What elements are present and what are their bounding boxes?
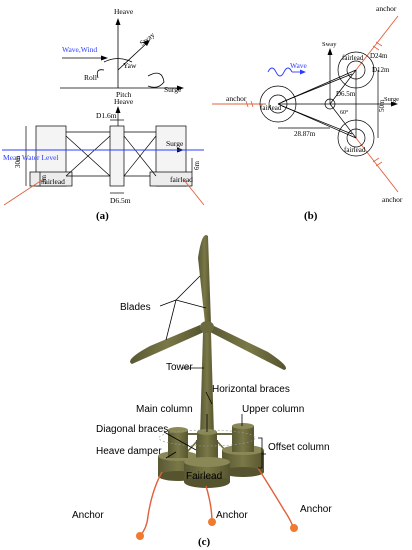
anchor-mid-dot bbox=[208, 518, 216, 526]
upper-column-right bbox=[232, 426, 254, 452]
fairlead-right-label: fairlead bbox=[170, 175, 193, 184]
anchor-left-label: Anchor bbox=[72, 510, 104, 521]
hub bbox=[200, 321, 214, 333]
fairlead-top-label: fairlead bbox=[342, 54, 364, 62]
surge-mid-label: Surge bbox=[166, 139, 184, 148]
wave-label: Wave bbox=[290, 61, 308, 70]
dim50-label: 50m bbox=[378, 99, 386, 112]
panel-c-turbine-render: Blades Tower Horizontal braces Main colu… bbox=[72, 234, 332, 540]
anchor-left-label: anchor bbox=[226, 94, 247, 103]
d24-label: D24m bbox=[370, 52, 388, 60]
offset-column-label: Offset column bbox=[268, 442, 330, 453]
caption-b: (b) bbox=[304, 210, 318, 222]
wave-icon bbox=[267, 67, 293, 77]
platform-plan-view bbox=[259, 48, 398, 157]
panel-b-diagram: anchor Sway Wave fairlead D24m D12m anch… bbox=[212, 4, 403, 204]
d65-label: D6.5m bbox=[110, 196, 131, 205]
diagonal-braces-label: Diagonal braces bbox=[96, 424, 168, 435]
blades-label: Blades bbox=[120, 302, 151, 313]
pitch-arc bbox=[147, 72, 165, 88]
dim2887-label: 28.87m bbox=[294, 130, 316, 138]
anchor-mid-label: Anchor bbox=[216, 510, 248, 521]
tower bbox=[200, 332, 214, 436]
anchor-right-dot bbox=[290, 524, 298, 532]
d65-label-b: D6.5m bbox=[336, 90, 356, 98]
blade-top bbox=[198, 234, 211, 324]
heave-damper-label: Heave damper bbox=[96, 446, 162, 457]
pitch-label: Pitch bbox=[116, 90, 132, 99]
anchor-top-right-label: anchor bbox=[376, 4, 397, 13]
caption-c: (c) bbox=[198, 536, 211, 548]
fairlead-left-label: fairlead bbox=[42, 177, 65, 186]
h30-label: 30m bbox=[14, 155, 22, 168]
horizontal-braces-label: Horizontal braces bbox=[212, 384, 290, 395]
panel-a-diagram: Heave Wave,Wind Sway Yaw Roll Pitch Surg… bbox=[2, 7, 205, 206]
wave-wind-label: Wave,Wind bbox=[62, 45, 97, 54]
sway-label-b: Sway bbox=[322, 41, 337, 48]
roll-arc bbox=[96, 69, 105, 79]
anchor-line-right bbox=[183, 179, 205, 206]
h6-label: 6m bbox=[193, 161, 201, 171]
heave-mid-label: Heave bbox=[114, 97, 134, 106]
roll-label: Roll bbox=[84, 73, 97, 82]
blade-left bbox=[130, 325, 204, 364]
sway-axis bbox=[117, 41, 149, 71]
fairlead-label: Fairlead bbox=[186, 471, 222, 482]
anchor-right-label: Anchor bbox=[300, 504, 332, 515]
mooring-line-right bbox=[257, 467, 295, 531]
mooring-line-mid bbox=[205, 485, 213, 523]
mooring-line-left bbox=[139, 471, 163, 537]
d16-label: D1.6m bbox=[96, 111, 117, 120]
main-column-label: Main column bbox=[136, 404, 193, 415]
d12-label: D12m bbox=[372, 66, 390, 74]
fairlead-left-label-b: fairlead bbox=[260, 104, 282, 112]
mwl-label: Mean Water Level bbox=[3, 153, 58, 162]
deg60-label: 60° bbox=[340, 109, 349, 116]
heave-damper-right bbox=[222, 450, 264, 472]
blade-right bbox=[210, 325, 286, 370]
yaw-arc bbox=[103, 58, 133, 63]
anchor-line-left bbox=[3, 179, 43, 206]
anchor-bottom-right-label: anchor bbox=[382, 195, 403, 204]
upper-column-label: Upper column bbox=[242, 404, 304, 415]
heave-top-label: Heave bbox=[114, 7, 134, 16]
platform-side-view bbox=[25, 106, 193, 194]
surge-label-b: Surge bbox=[384, 96, 399, 103]
h3-label: 3m bbox=[40, 175, 48, 185]
anchor-left-dot bbox=[136, 532, 144, 540]
surge-top-label: Surge bbox=[164, 85, 182, 94]
fairlead-bottom-label: fairlead bbox=[344, 146, 366, 154]
yaw-label: Yaw bbox=[123, 61, 137, 70]
tower-label: Tower bbox=[166, 362, 193, 373]
caption-a: (a) bbox=[96, 210, 109, 222]
